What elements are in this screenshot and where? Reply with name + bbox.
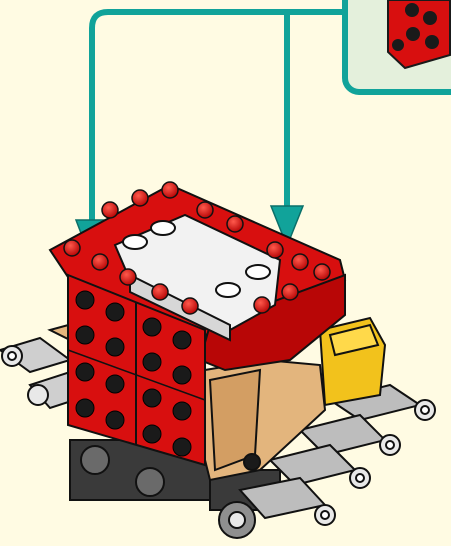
callout-arrows [92,12,345,222]
arrow-left-path [92,12,345,222]
yellow-slope-icon [320,318,385,405]
callout-red-brick-icon [388,0,450,68]
callout-box [345,0,451,92]
